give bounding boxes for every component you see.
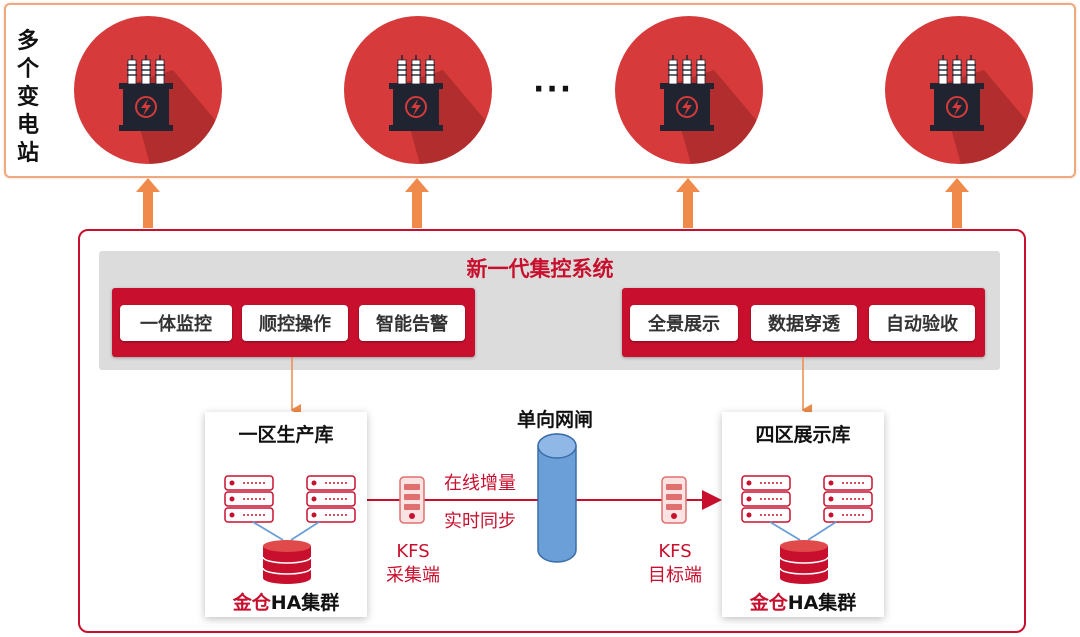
replication-links bbox=[252, 521, 320, 541]
transformer-icon bbox=[660, 55, 714, 131]
cylinder-gateway-icon bbox=[537, 433, 577, 563]
database-icon bbox=[779, 540, 829, 584]
server-rack-icon bbox=[823, 475, 873, 523]
server-rack-icon bbox=[741, 475, 791, 523]
substation-icon bbox=[885, 16, 1033, 164]
display-cluster-label: 金仓HA集群 bbox=[749, 592, 857, 614]
flow-label-incremental: 在线增量 bbox=[444, 473, 516, 494]
function-panorama[interactable]: 全景展示 bbox=[630, 305, 738, 341]
up-arrow-icon bbox=[945, 178, 969, 228]
transformer-icon bbox=[119, 55, 173, 131]
kfs-device-icon bbox=[661, 476, 687, 524]
function-data-drill[interactable]: 数据穿透 bbox=[751, 305, 857, 341]
function-monitoring[interactable]: 一体监控 bbox=[120, 305, 232, 341]
display-db-title: 四区展示库 bbox=[755, 424, 851, 446]
server-rack-icon bbox=[224, 475, 274, 523]
display-cluster-diagram bbox=[741, 475, 873, 584]
gateway-title: 单向网闸 bbox=[516, 409, 593, 431]
kfs-device-icon bbox=[399, 476, 425, 524]
up-arrow-icon bbox=[676, 178, 700, 228]
database-icon bbox=[262, 540, 312, 584]
function-auto-acceptance[interactable]: 自动验收 bbox=[869, 305, 975, 341]
function-smart-alarm[interactable]: 智能告警 bbox=[359, 305, 465, 341]
substation-icon bbox=[344, 16, 492, 164]
flow-label-realtime: 实时同步 bbox=[444, 511, 516, 532]
substation-icon bbox=[615, 16, 763, 164]
transformer-icon bbox=[930, 55, 984, 131]
function-sequence-control[interactable]: 顺控操作 bbox=[242, 305, 348, 341]
substation-icon bbox=[74, 16, 222, 164]
server-rack-icon bbox=[306, 475, 356, 523]
replication-links bbox=[769, 521, 837, 541]
production-db-title: 一区生产库 bbox=[238, 424, 334, 446]
substations-title: 多个变电站 bbox=[16, 29, 39, 166]
production-cluster-diagram bbox=[224, 475, 356, 584]
transformer-icon bbox=[389, 55, 443, 131]
up-arrow-icon bbox=[405, 178, 429, 228]
production-cluster-label: 金仓HA集群 bbox=[232, 592, 340, 614]
up-arrow-icon bbox=[136, 178, 160, 228]
more-substations-ellipsis: ··· bbox=[533, 72, 574, 107]
system-title: 新一代集控系统 bbox=[466, 257, 614, 281]
